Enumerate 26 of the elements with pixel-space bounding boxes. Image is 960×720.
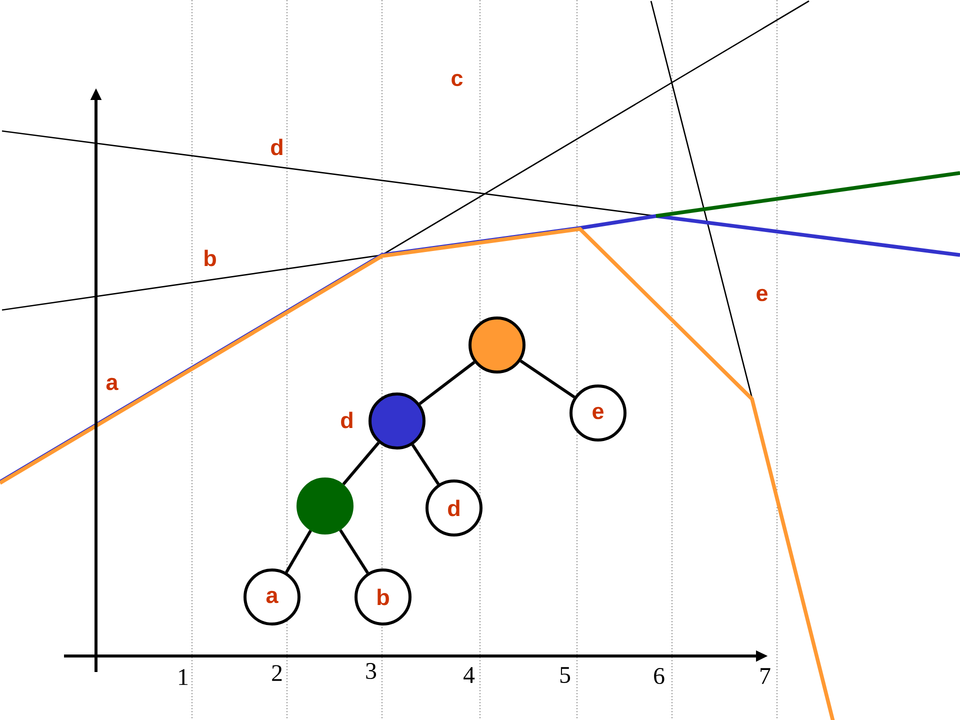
tree-node xyxy=(296,478,354,534)
line-label: a xyxy=(106,378,118,390)
tick-label: 7 xyxy=(760,668,770,684)
line-label: d xyxy=(271,138,282,156)
tick-label: 4 xyxy=(464,667,475,683)
line-label: c xyxy=(452,74,463,86)
tick-label: 1 xyxy=(179,669,188,685)
tree-edge xyxy=(342,442,380,486)
line-label: e xyxy=(756,288,768,302)
tree-node: e xyxy=(570,384,626,442)
tree-edge xyxy=(285,530,312,574)
tree-node: a xyxy=(244,568,300,626)
tree-node: d xyxy=(426,480,482,536)
tick-label: 3 xyxy=(366,662,376,680)
tick-label: 6 xyxy=(654,668,664,684)
tree-node: b xyxy=(354,568,412,626)
tick-label: 5 xyxy=(560,667,570,683)
tick-label: 2 xyxy=(272,665,282,681)
tree-edge xyxy=(339,529,369,574)
line-label: b xyxy=(204,250,216,266)
tree-edge xyxy=(418,361,476,405)
tree-node xyxy=(468,316,526,374)
tree-edge xyxy=(411,444,440,485)
tree-edge xyxy=(520,360,576,398)
tree-node xyxy=(368,392,426,450)
node-caption: d xyxy=(341,412,352,428)
